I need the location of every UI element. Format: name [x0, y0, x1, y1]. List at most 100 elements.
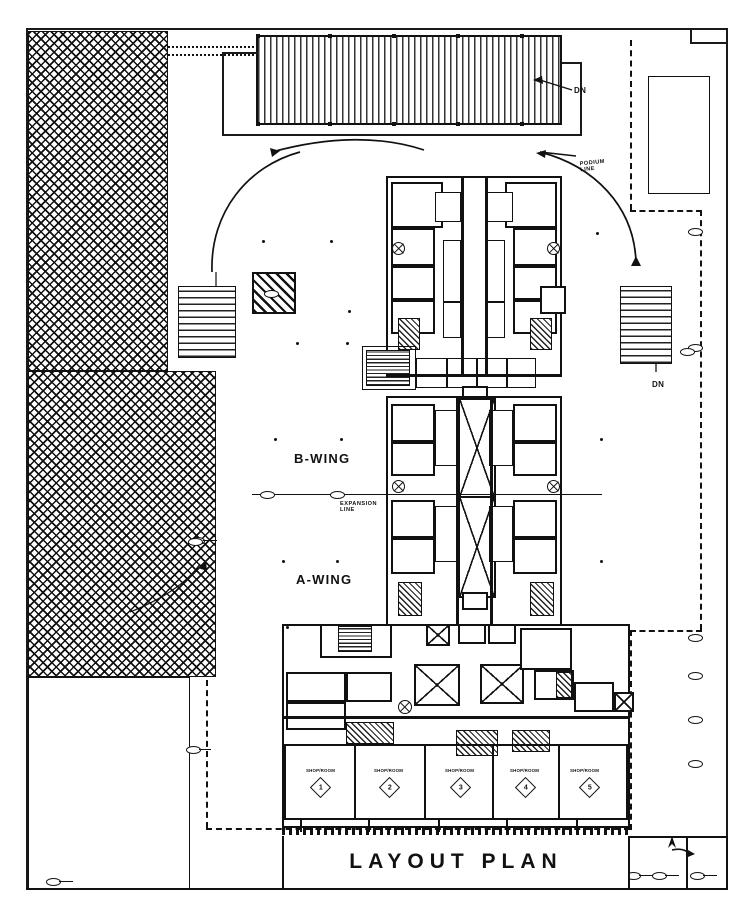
- site-bottom-edge: [26, 888, 728, 891]
- dimension-oval-right-1: [688, 228, 703, 236]
- dimension-oval-right-4: [688, 672, 703, 680]
- column-dot: [346, 342, 350, 346]
- expansion-line-text-2: LINE: [340, 507, 355, 514]
- shop-divider-4: [558, 744, 560, 820]
- ramp-pier: [392, 122, 396, 126]
- column-dot: [274, 438, 278, 442]
- stair-block-left: [178, 286, 236, 358]
- title-hanger-tick: [506, 820, 508, 832]
- stair-dn-label-top: DN: [574, 86, 587, 95]
- setback-dotted-line-right-bottom: [630, 630, 632, 830]
- dimension-oval-right-5: [688, 716, 703, 724]
- stair-dn-label-right: DN: [652, 380, 665, 389]
- duct-shaft-b-right: [547, 242, 560, 255]
- shop-number-3: 3: [458, 784, 463, 791]
- corridor-hatch-right: [512, 730, 550, 752]
- setback-dotted-line-top-right: [630, 210, 702, 212]
- unit-b3-left: [391, 266, 435, 300]
- lower-podium-outline: [282, 624, 630, 828]
- title-hanger-tick: [576, 820, 578, 832]
- service-block-a-left: [398, 582, 422, 616]
- adjacent-plot-hatch-upper: [28, 31, 168, 371]
- lower-shaft-small-top-1: [426, 624, 450, 646]
- unit-a2-right: [513, 442, 557, 476]
- setback-dotted-line-top-left: [168, 46, 258, 48]
- wing-label-b: B-WING: [294, 451, 351, 466]
- unit-a4-right: [513, 538, 557, 574]
- boundary-notch-top: [690, 28, 693, 44]
- unit-a3-right: [513, 500, 557, 538]
- dimension-oval-right-6: [688, 760, 703, 768]
- shop-number-4: 4: [523, 784, 528, 791]
- dimension-oval-right-3: [688, 634, 703, 642]
- column-dot: [282, 560, 286, 564]
- title-block: LAYOUT PLAN: [282, 836, 630, 890]
- setback-dotted-line-right-lower: [700, 210, 702, 630]
- service-block-b-left: [398, 318, 420, 350]
- unit-b5-right: [487, 192, 513, 222]
- expansion-line-text-1: EXPANSION: [340, 501, 378, 507]
- unit-a3-left: [391, 500, 435, 538]
- service-block-a-right: [530, 582, 554, 616]
- column-dot: [330, 240, 334, 244]
- title-block-far-right-cell: [688, 836, 728, 890]
- corridor-hatch-left: [346, 722, 394, 744]
- unit-a1-right: [513, 404, 557, 442]
- ramp-pier: [456, 34, 460, 38]
- shop-divider-1: [354, 744, 356, 820]
- column-dot: [286, 626, 290, 630]
- podium-ramp-slab: [256, 35, 562, 125]
- inter-wing-divider-1: [446, 358, 448, 388]
- setback-dotted-line-top-left-2: [168, 54, 258, 56]
- shop-divider-3: [492, 744, 494, 820]
- expansion-line-graphic: [252, 494, 602, 496]
- lift-lobby-bottom: [462, 592, 488, 610]
- unit-b6-left: [443, 240, 461, 302]
- lower-shaft-small-top-2: [614, 692, 634, 712]
- unit-a5-right: [489, 410, 513, 466]
- lower-corridor-band: [284, 716, 628, 719]
- duct-shaft-a-left: [392, 480, 405, 493]
- lower-room-right-3: [574, 682, 614, 712]
- wing-label-a: A-WING: [296, 572, 353, 587]
- unit-a1-left: [391, 404, 435, 442]
- ramp-pier: [520, 34, 524, 38]
- column-dot: [262, 240, 266, 244]
- lower-room-left-2: [286, 672, 346, 702]
- serrated-edge-top-of-title: [282, 828, 630, 835]
- unit-b7-left: [443, 302, 461, 338]
- ramp-pier: [328, 34, 332, 38]
- lower-shaft-right: [480, 664, 524, 704]
- setback-dotted-line-bottom-right: [630, 630, 702, 632]
- title-hanger-tick: [438, 820, 440, 832]
- dimension-oval-stair-right: [680, 348, 695, 356]
- lower-stair-left: [338, 626, 372, 652]
- column-dot: [340, 438, 344, 442]
- vacant-parcel-bottom-left: [28, 677, 190, 890]
- mid-room-right: [540, 286, 566, 314]
- lower-service-right: [556, 672, 572, 698]
- shop-label-2: SHOP/ROOM: [374, 768, 404, 773]
- ramp-pier: [328, 122, 332, 126]
- dimension-tick: [59, 881, 73, 883]
- ramp-return-wall-top: [222, 52, 258, 54]
- podium-line-annotation: PODIUM LINE: [579, 159, 606, 174]
- setback-dotted-line-right: [630, 40, 632, 210]
- mid-stair-left: [366, 350, 410, 386]
- shop-number-5: 5: [587, 784, 592, 791]
- shop-bay-row: [284, 744, 628, 820]
- unit-b5-left: [435, 192, 461, 222]
- unit-b6-right: [487, 240, 505, 302]
- column-dot: [348, 310, 352, 314]
- inter-wing-band-top: [386, 374, 562, 377]
- ramp-return-wall-left: [222, 52, 224, 136]
- dimension-tick: [639, 875, 653, 877]
- shop-label-1: SHOP/ROOM: [306, 768, 336, 773]
- dimension-tick: [203, 540, 217, 542]
- ramp-pier: [520, 122, 524, 126]
- ramp-pier: [392, 34, 396, 38]
- lower-shaft-left: [414, 664, 460, 706]
- shop-label-5: SHOP/ROOM: [570, 768, 600, 773]
- dimension-tick: [665, 875, 679, 877]
